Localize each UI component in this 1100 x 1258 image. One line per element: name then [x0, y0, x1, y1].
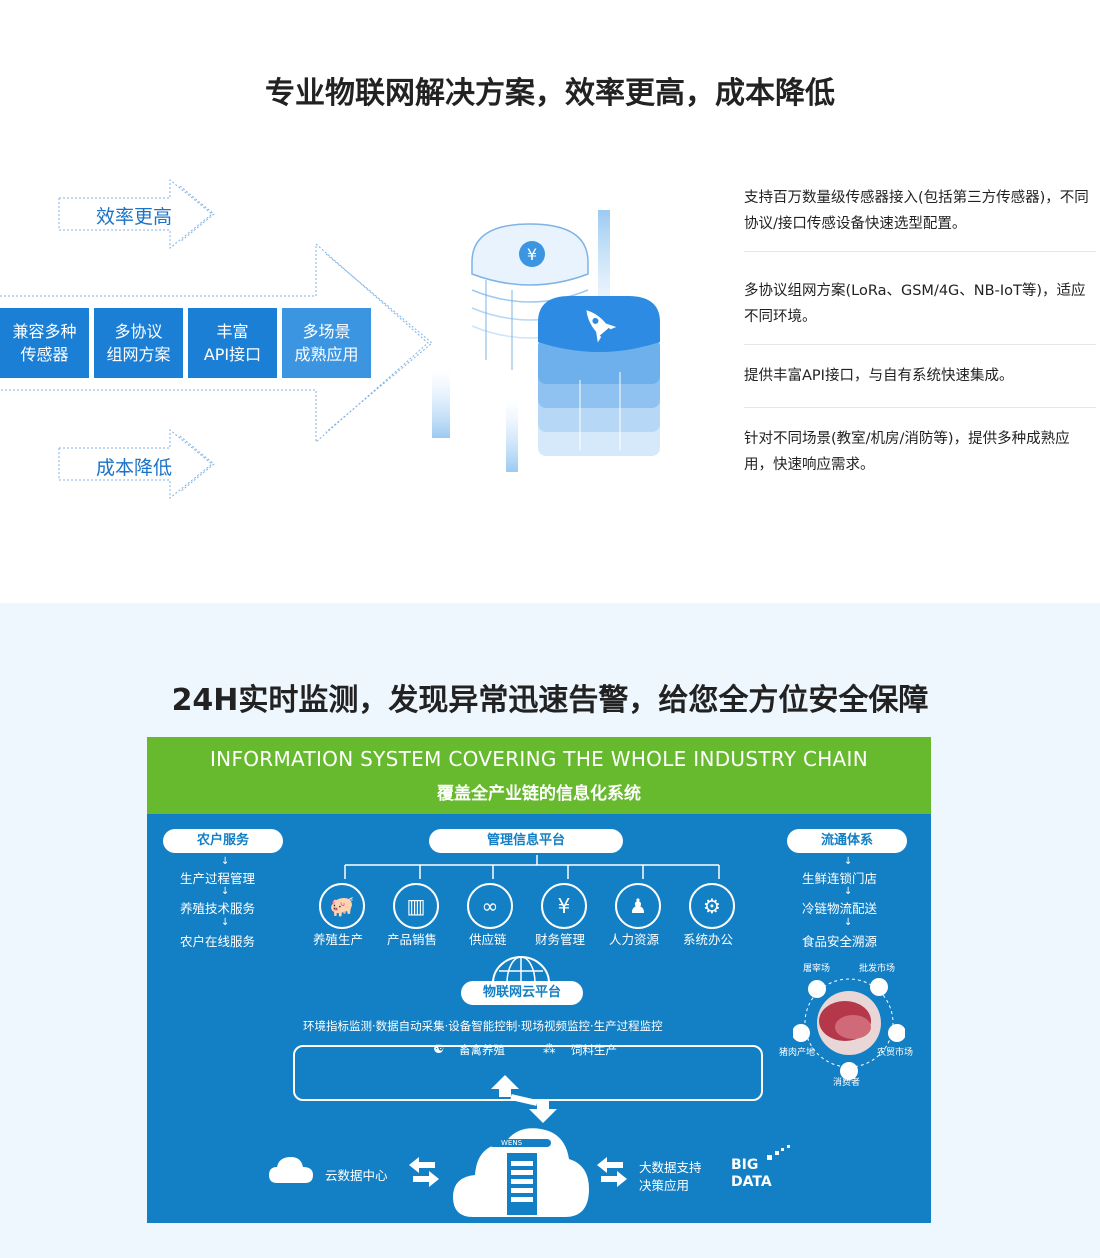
sync-arrows-icon: [491, 1075, 557, 1123]
main-arrow: [0, 242, 433, 444]
circulation-pill: 流通体系: [787, 829, 907, 853]
bidirectional-arrow-icon: [597, 1157, 627, 1187]
server-cloud-icon: [453, 1128, 589, 1217]
bigdata-cn-line: 大数据支持: [639, 1160, 702, 1175]
feature-item: 多协议组网方案(LoRa、GSM/4G、NB-IoT等)，适应不同环境。: [744, 252, 1096, 345]
server-brand: WENS: [501, 1139, 523, 1147]
feature-item: 提供丰富API接口，与自有系统快速集成。: [744, 345, 1096, 408]
yen-icon: ¥: [541, 883, 587, 929]
solution-section: 专业物联网解决方案，效率更高，成本降低 效率更高 成本降低 兼容多种 传感器 多…: [0, 0, 1100, 603]
feature-list: 支持百万数量级传感器接入(包括第三方传感器)，不同协议/接口传感设备快速选型配置…: [744, 175, 1096, 492]
signal-dots-icon: [767, 1145, 790, 1160]
feed-icon: ⁂: [543, 1041, 556, 1056]
box-line: 丰富: [216, 322, 249, 341]
bigdata-cn-line: 决策应用: [639, 1178, 690, 1193]
gears-icon: ⚙: [689, 883, 735, 929]
down-arrow-icon: ↓: [221, 917, 230, 928]
rocket-icon: [586, 310, 617, 343]
iot-item: 饲料生产: [571, 1043, 617, 1057]
bigdata-en-line: BIG: [731, 1157, 759, 1173]
industry-chain-infographic: INFORMATION SYSTEM COVERING THE WHOLE IN…: [147, 737, 931, 1223]
monitoring-title: 24H实时监测，发现异常迅速告警，给您全方位安全保障: [171, 683, 929, 718]
farmer-service-pill: 农户服务: [163, 829, 283, 853]
box-line: API接口: [203, 345, 262, 364]
module-label: 养殖生产: [313, 932, 364, 947]
box-line: 多协议: [114, 322, 163, 341]
light-bar: [432, 370, 450, 438]
cost-label: 成本降低: [96, 457, 173, 479]
livestock-icon: ☯: [433, 1041, 445, 1056]
cycle-node: 批发市场: [859, 964, 896, 974]
iot-capabilities: 环境指标监测·数据自动采集·设备智能控制·现场视频监控·生产过程监控: [303, 1019, 663, 1033]
cost-arrow: [58, 428, 215, 500]
org-chart-icon: ♟: [615, 883, 661, 929]
yen-icon: [519, 241, 545, 267]
bidirectional-arrow-icon: [409, 1157, 439, 1187]
down-arrow-icon: ↓: [844, 917, 853, 928]
globe-icon: [492, 956, 550, 984]
cycle-node: 消费者: [833, 1078, 861, 1088]
box-line: 组网方案: [106, 345, 171, 364]
cloud-icon: [269, 1157, 313, 1183]
feature-item: 针对不同场景(教室/机房/消防等)，提供多种成熟应用，快速响应需求。: [744, 431, 1070, 473]
module-label: 系统办公: [683, 932, 734, 947]
iot-item: 畜禽养殖: [459, 1043, 505, 1057]
farmer-service-item: 生产过程管理: [180, 871, 256, 886]
box-line: 兼容多种: [12, 322, 77, 341]
bigdata-en-line: DATA: [731, 1174, 772, 1190]
cycle-node: 猪肉产地: [779, 1048, 816, 1058]
efficiency-arrow: [58, 178, 215, 250]
infographic-title-en: INFORMATION SYSTEM COVERING THE WHOLE IN…: [209, 747, 868, 771]
circulation-item: 冷链物流配送: [802, 901, 878, 916]
light-bar: [506, 400, 518, 472]
down-arrow-icon: ↓: [221, 886, 230, 897]
supply-cycle-graphic: [793, 978, 905, 1080]
infographic-header: INFORMATION SYSTEM COVERING THE WHOLE IN…: [147, 737, 931, 814]
down-arrow-icon: ↓: [844, 886, 853, 897]
cycle-node: 农贸市场: [877, 1048, 914, 1058]
circulation-item: 食品安全溯源: [802, 934, 878, 949]
link-icon: ∞: [467, 883, 513, 929]
box-line: 传感器: [20, 345, 69, 364]
bigdata-en: BIG DATA: [731, 1157, 772, 1191]
efficiency-label: 效率更高: [96, 206, 173, 228]
farmer-service-item: 农户在线服务: [180, 934, 256, 949]
cycle-node: 屠宰场: [803, 964, 831, 974]
mis-platform-pill: 管理信息平台: [429, 829, 623, 853]
circulation-item: 生鲜连锁门店: [802, 871, 878, 886]
module-label: 财务管理: [535, 932, 586, 947]
module-label: 人力资源: [609, 932, 660, 947]
infographic-title-cn: 覆盖全产业链的信息化系统: [437, 784, 641, 804]
monitoring-section: 24H实时监测，发现异常迅速告警，给您全方位安全保障 INFORMATION S…: [0, 603, 1100, 1258]
module-label: 供应链: [469, 932, 507, 947]
down-arrow-icon: ↓: [221, 856, 230, 867]
farmer-service-item: 养殖技术服务: [180, 901, 256, 916]
module-label: 产品销售: [387, 932, 438, 947]
box-line: 多场景: [302, 322, 351, 341]
pig-icon: 🐖: [319, 883, 365, 929]
bar-chart-icon: ▥: [393, 883, 439, 929]
module-connector: [344, 855, 720, 879]
cloud-label: 云数据中心: [325, 1168, 388, 1183]
feature-box-sensors: 兼容多种 传感器: [0, 308, 89, 378]
feature-box-protocol: 多协议 组网方案: [94, 308, 183, 378]
stack-illustration: ¥: [432, 210, 660, 472]
iot-platform-pill: 物联网云平台: [461, 981, 583, 1005]
down-arrow-icon: ↓: [844, 856, 853, 867]
feature-box-scenarios: 多场景 成熟应用: [282, 308, 371, 378]
solution-title: 专业物联网解决方案，效率更高，成本降低: [265, 76, 835, 111]
box-line: 成熟应用: [294, 345, 359, 364]
svg-text:¥: ¥: [527, 245, 537, 264]
feature-item: 支持百万数量级传感器接入(包括第三方传感器)，不同协议/接口传感设备快速选型配置…: [744, 175, 1096, 252]
feature-box-api: 丰富 API接口: [188, 308, 277, 378]
